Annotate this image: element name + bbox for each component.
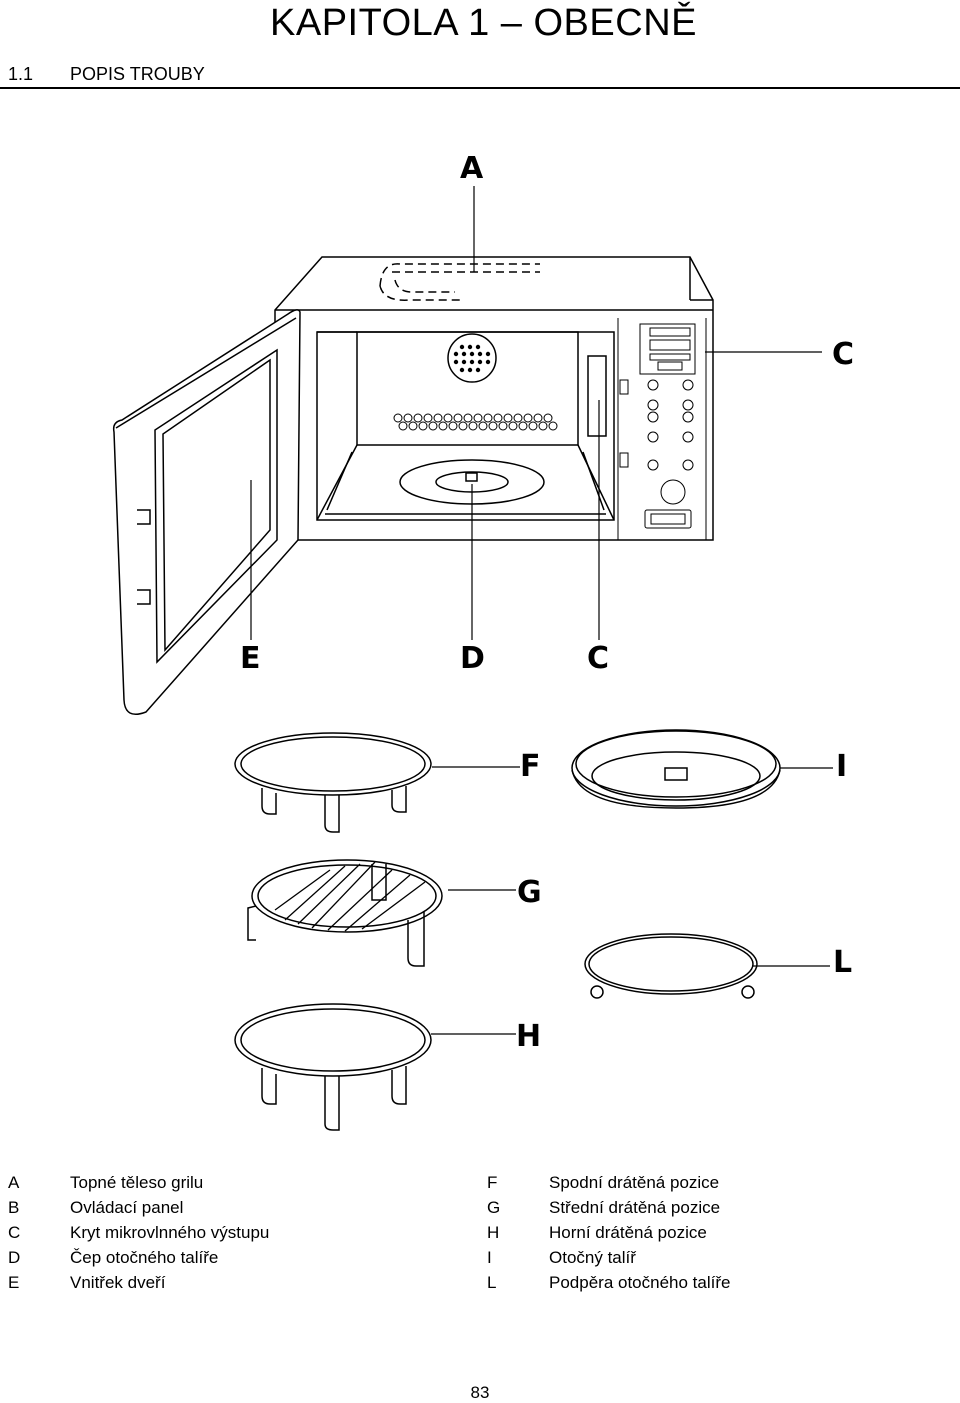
legend-label: Střední drátěná pozice xyxy=(549,1198,721,1217)
section-number: 1.1 xyxy=(8,64,34,84)
legend-item: I Otočný talíř xyxy=(487,1245,730,1270)
section-title: POPIS TROUBY xyxy=(70,64,205,84)
oven-door xyxy=(112,309,301,715)
legend-label: Vnitřek dveří xyxy=(70,1273,166,1292)
legend-item: H Horní drátěná pozice xyxy=(487,1220,730,1245)
legend-label: Kryt mikrovlnného výstupu xyxy=(70,1223,270,1242)
legend-key: E xyxy=(8,1273,20,1292)
callout-l: L xyxy=(833,945,852,980)
legend-key: D xyxy=(8,1248,21,1267)
legend-item: D Čep otočného talíře xyxy=(8,1245,269,1270)
header-rule xyxy=(0,87,960,89)
legend-key: I xyxy=(487,1248,492,1267)
legend-item: F Spodní drátěná pozice xyxy=(487,1170,730,1195)
section-heading: 1.1 POPIS TROUBY xyxy=(8,64,205,85)
legend-label: Podpěra otočného talíře xyxy=(549,1273,731,1292)
legend-right: F Spodní drátěná pozice G Střední drátěná … xyxy=(487,1170,730,1295)
control-panel xyxy=(617,318,707,540)
legend-key: B xyxy=(8,1198,20,1217)
turntable-plate xyxy=(571,729,781,809)
callout-c-cover: C xyxy=(587,641,609,676)
callout-d: D xyxy=(460,641,485,676)
callout-a: A xyxy=(460,151,484,186)
legend-label: Horní drátěná pozice xyxy=(549,1223,707,1242)
wire-rack-middle xyxy=(247,859,443,967)
legend-item: L Podpěra otočného talíře xyxy=(487,1270,730,1295)
oven-body xyxy=(274,256,714,541)
legend-item: C Kryt mikrovlnného výstupu xyxy=(8,1220,269,1245)
legend-label: Otočný talíř xyxy=(549,1248,636,1267)
grill-heater-element xyxy=(379,263,540,301)
legend-item: G Střední drátěná pozice xyxy=(487,1195,730,1220)
legend-key: L xyxy=(487,1273,497,1292)
callout-leaders xyxy=(250,186,833,1035)
legend-key: A xyxy=(8,1173,20,1192)
legend-item: B Ovládací panel xyxy=(8,1195,269,1220)
legend-key: C xyxy=(8,1223,21,1242)
oven-diagram: A C E D C F I G L H xyxy=(112,151,854,1131)
callout-e: E xyxy=(240,641,261,676)
legend-label: Spodní drátěná pozice xyxy=(549,1173,720,1192)
callout-c-panel: C xyxy=(832,337,854,372)
legend-key: G xyxy=(487,1198,501,1217)
chapter-title: KAPITOLA 1 – OBECNĚ xyxy=(270,2,697,44)
legend-label: Ovládací panel xyxy=(70,1198,184,1217)
legend-left: A Topné těleso grilu B Ovládací panel C Kry… xyxy=(8,1170,269,1295)
legend-key: F xyxy=(487,1173,498,1192)
callout-f: F xyxy=(520,749,541,784)
wire-rack-high xyxy=(234,1003,432,1131)
legend-item: E Vnitřek dveří xyxy=(8,1270,269,1295)
wire-rack-low xyxy=(234,732,432,833)
legend-item: A Topné těleso grilu xyxy=(8,1170,269,1195)
legend-label: Čep otočného talíře xyxy=(70,1248,219,1267)
callout-h: H xyxy=(516,1019,541,1054)
legend-label: Topné těleso grilu xyxy=(70,1173,204,1192)
oven-cavity xyxy=(316,331,615,521)
page-number: 83 xyxy=(470,1383,490,1402)
callout-i: I xyxy=(836,749,847,784)
callout-g: G xyxy=(517,875,542,910)
legend-key: H xyxy=(487,1223,500,1242)
turntable-roller-ring xyxy=(584,933,758,999)
